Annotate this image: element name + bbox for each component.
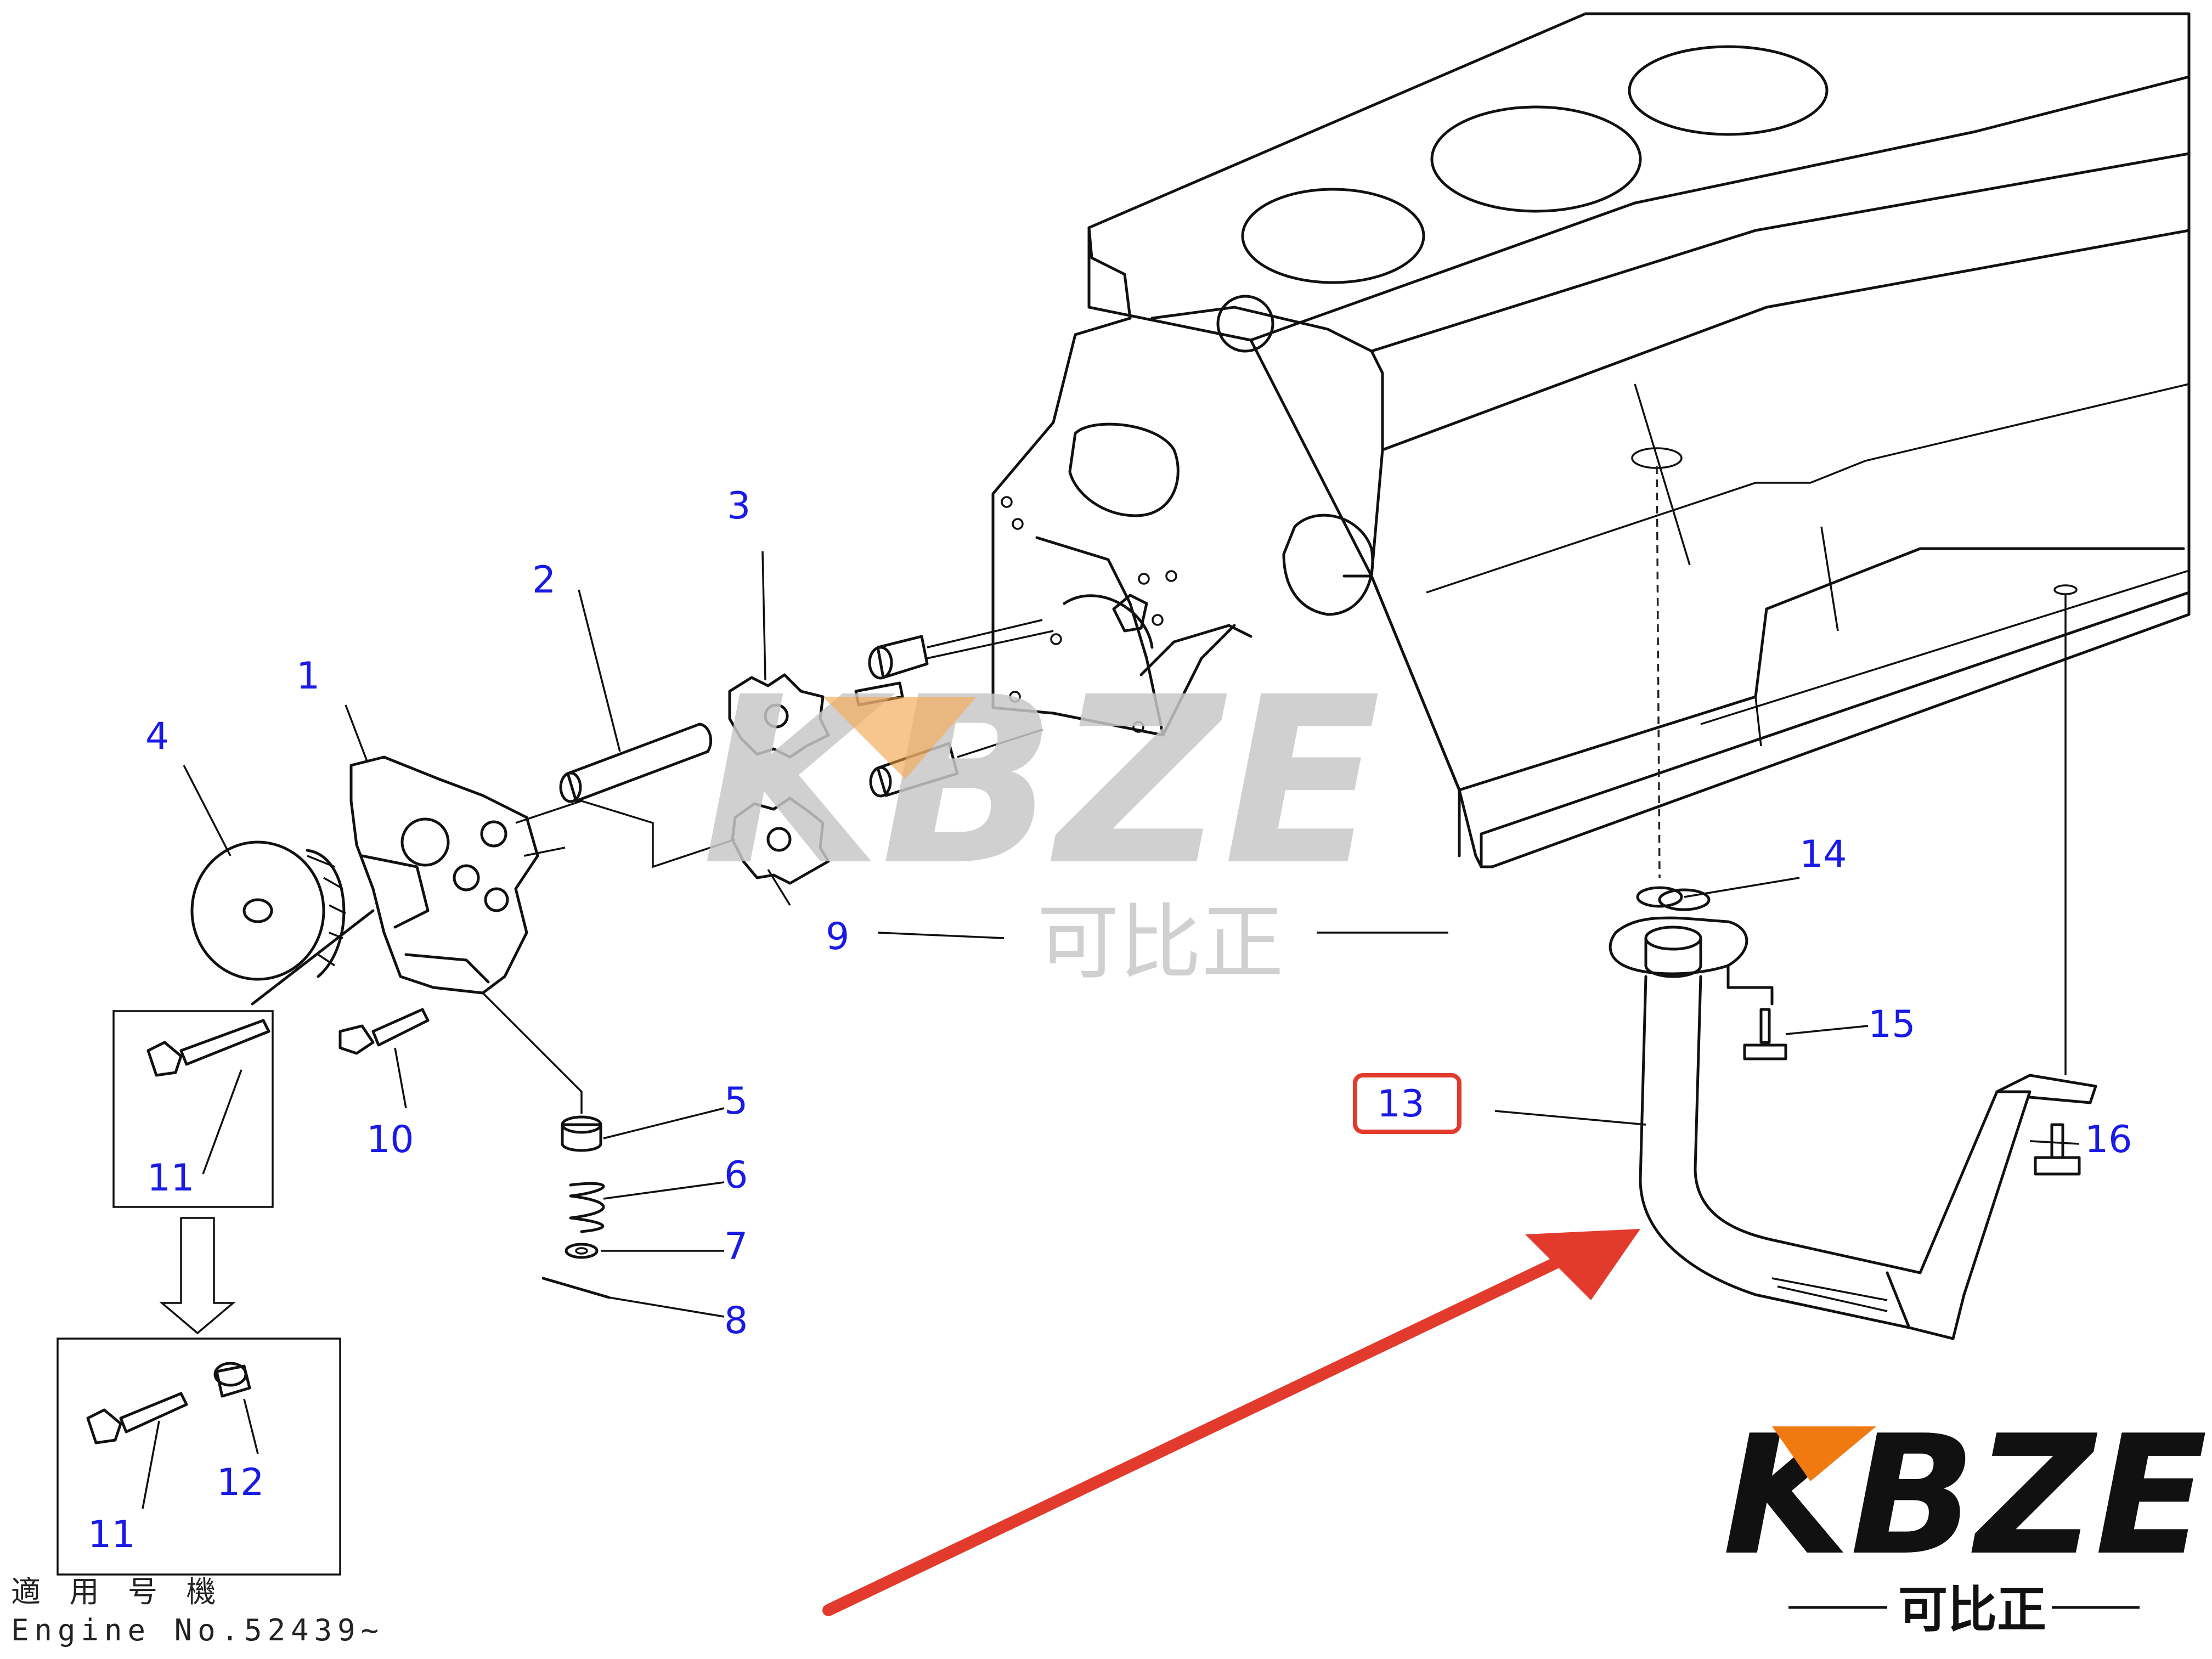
highlight-box-13: [1353, 1073, 1462, 1134]
label-part-12: 12: [217, 1461, 264, 1504]
footer-applicable-models: 適 用 号 機: [11, 1575, 222, 1609]
block-bolt-holes: [1001, 496, 1177, 733]
label-part-11-lower: 11: [88, 1513, 136, 1556]
label-part-13: 13: [1377, 1082, 1425, 1126]
red-pointer-arrow: [822, 1229, 1640, 1616]
bolt-15: [1743, 1008, 1787, 1060]
leader-lines: [183, 551, 2080, 1318]
watermark: KBZE 可比正: [702, 648, 1381, 991]
label-part-9: 9: [826, 915, 849, 958]
logo-chinese: 可比正: [1898, 1581, 2046, 1639]
label-part-7: 7: [724, 1225, 748, 1268]
impeller-upper: [728, 673, 830, 759]
footer-text: 適 用 号 機 Engine No.52439~: [11, 1575, 384, 1647]
watermark-chinese: 可比正: [1037, 895, 1284, 991]
label-part-8: 8: [724, 1299, 748, 1342]
shaft: [559, 723, 713, 803]
label-part-6: 6: [724, 1154, 748, 1197]
gear: [190, 840, 346, 981]
part-11-box: [112, 1010, 274, 1208]
label-part-14: 14: [1799, 833, 1847, 876]
oil-pump-body: [251, 755, 736, 1006]
part-11-12-box: [57, 1338, 341, 1576]
watermark-brand: KBZE: [702, 648, 1381, 916]
label-part-3: 3: [727, 484, 751, 528]
bolt-10: [338, 1008, 430, 1055]
footer-engine-number: Engine No.52439~: [11, 1613, 384, 1647]
watermark-accent: [823, 697, 977, 779]
down-arrow: [159, 1217, 236, 1335]
kbze-logo: KBZE 可比正: [1723, 1400, 2208, 1639]
dashed-guides: [1631, 447, 2078, 1075]
label-part-4: 4: [145, 715, 169, 758]
label-part-10: 10: [366, 1118, 414, 1161]
label-part-5: 5: [724, 1080, 748, 1123]
label-part-15: 15: [1868, 1003, 1916, 1046]
part-labels: 1 2 3 4 5 6 7 8 9 10 11 11 12 13 14 15 1…: [88, 484, 2132, 1556]
impeller-lower: [731, 797, 830, 885]
o-ring-14: [1636, 886, 1683, 908]
label-part-16: 16: [2085, 1118, 2132, 1161]
label-part-11-upper: 11: [147, 1156, 195, 1200]
oil-suction-pipe: [1609, 888, 2097, 1340]
engine-block: [991, 12, 2191, 868]
label-part-1: 1: [296, 654, 320, 698]
logo-accent: [1772, 1426, 1876, 1481]
relief-valve-parts: [482, 992, 611, 1299]
bolt-16: [2034, 1123, 2081, 1176]
label-part-2: 2: [532, 558, 556, 602]
